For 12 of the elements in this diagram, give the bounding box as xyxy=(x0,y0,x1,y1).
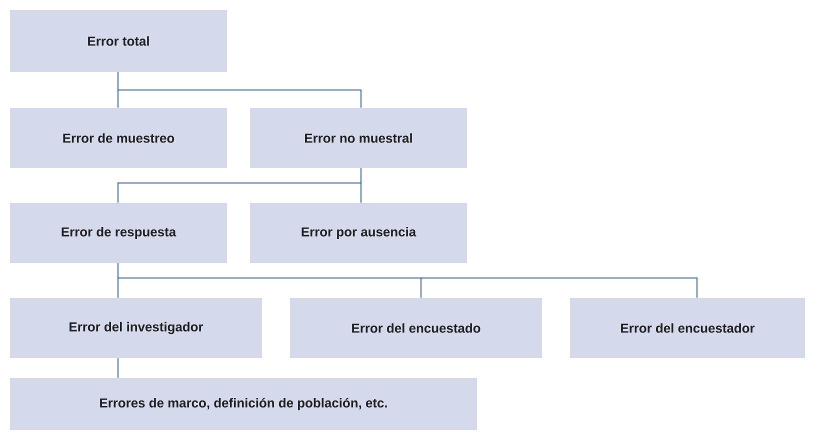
box: Error no muestral xyxy=(250,108,467,168)
connector xyxy=(360,168,362,204)
box: Error por ausencia xyxy=(250,203,467,263)
box: Error total xyxy=(10,10,227,72)
connector xyxy=(118,262,698,298)
box: Errores de marco, definición de población, etc. xyxy=(10,378,477,430)
connector xyxy=(118,72,362,108)
box: Error del encuestado xyxy=(290,298,542,358)
box: Error de muestreo xyxy=(10,108,227,168)
box: Error de respuesta xyxy=(10,203,227,263)
box: Error del investigador xyxy=(10,298,262,358)
box: Error del encuestador xyxy=(570,298,805,358)
